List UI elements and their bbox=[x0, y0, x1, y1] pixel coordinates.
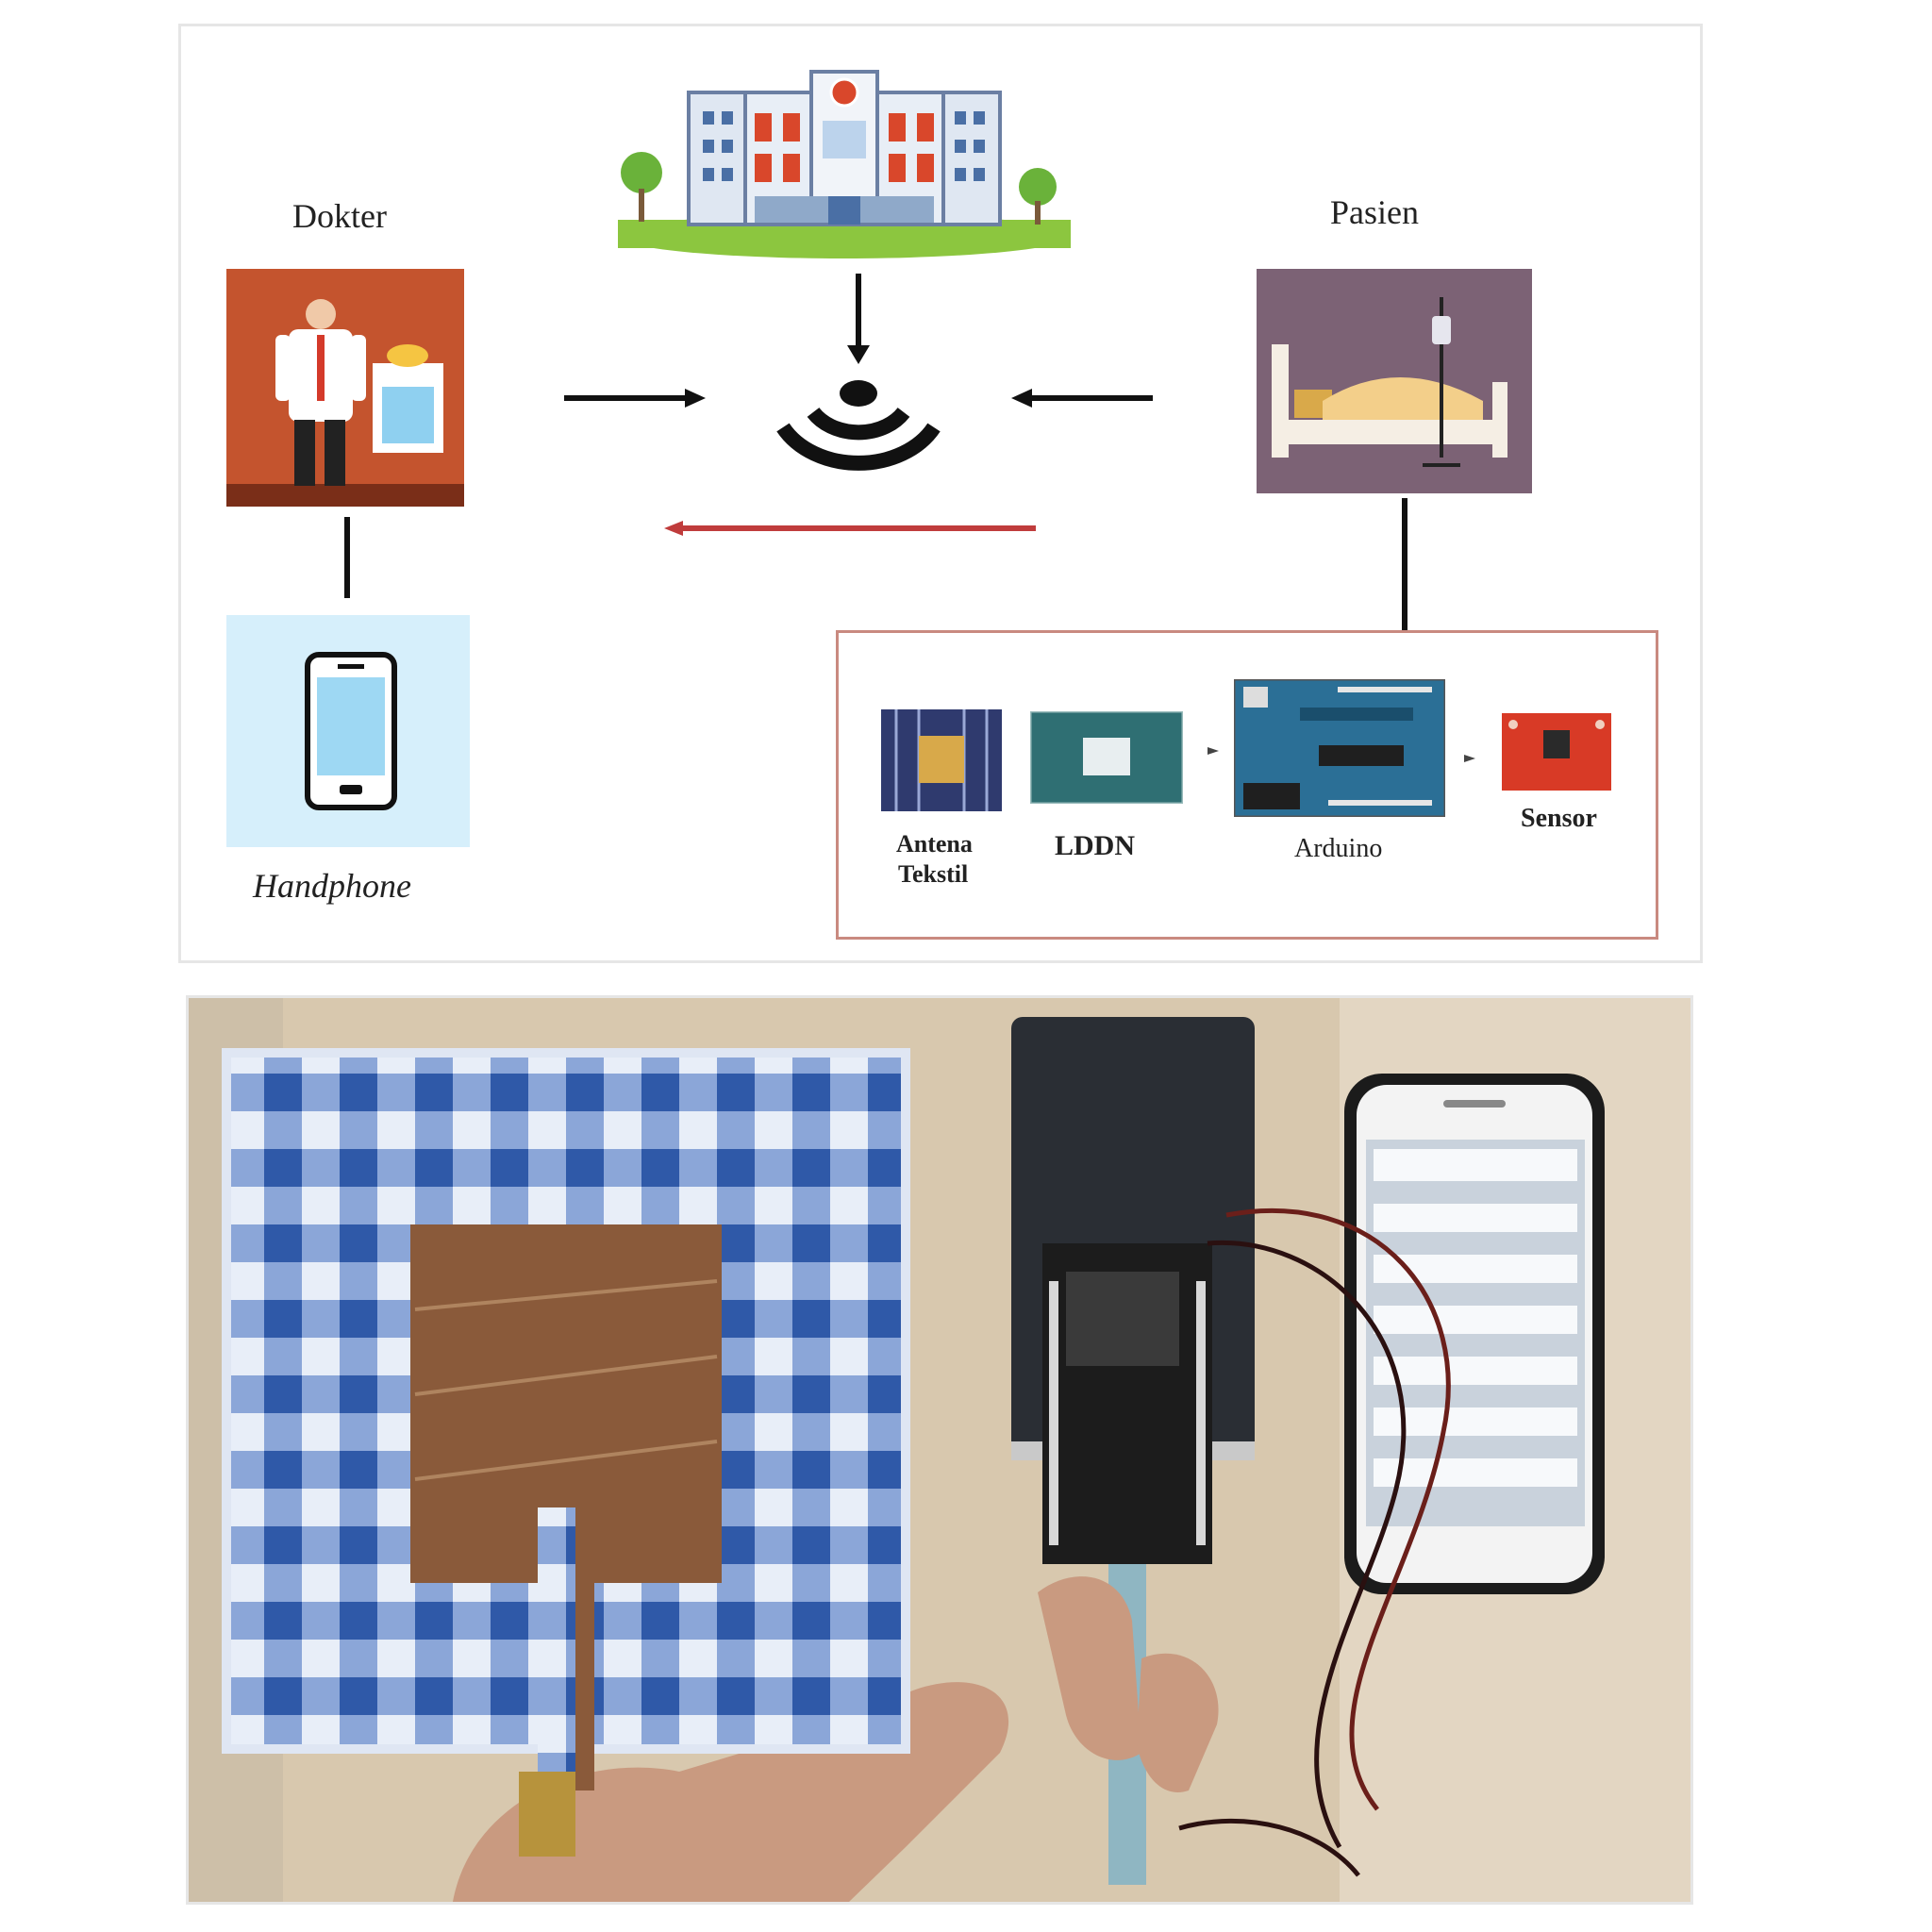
sensor-1-label-line1: Antena bbox=[896, 830, 973, 858]
module-arrow-1 bbox=[1206, 743, 1221, 758]
doctor-label: Dokter bbox=[292, 197, 387, 235]
prototype-photo bbox=[189, 998, 1690, 1902]
smartphone-app bbox=[1344, 1074, 1605, 1594]
handphone-label: Handphone bbox=[253, 867, 411, 905]
communication-arrows bbox=[557, 274, 1160, 547]
wifi-signal-icon bbox=[774, 373, 943, 486]
sensor-2-label: LDDN bbox=[1055, 830, 1136, 861]
hospital-icon bbox=[613, 64, 1075, 262]
patient-bed-icon bbox=[1257, 269, 1532, 493]
sensor-module-box bbox=[836, 630, 1658, 940]
doctor-phone-connector bbox=[344, 517, 350, 598]
textile-antenna-icon bbox=[881, 709, 1002, 811]
patient-module-connector bbox=[1402, 498, 1407, 632]
patient-label: Pasien bbox=[1330, 193, 1419, 231]
microcontroller-board bbox=[1042, 1243, 1212, 1885]
arduino-board-icon bbox=[1234, 679, 1445, 817]
sensor-board-icon bbox=[1502, 713, 1611, 791]
sensor-3-label: Arduino bbox=[1294, 834, 1383, 863]
sensor-1-label-line2: Tekstil bbox=[898, 860, 969, 888]
sensor-4-label: Sensor bbox=[1521, 804, 1597, 833]
lddn-module-icon bbox=[1030, 711, 1183, 804]
smartphone-icon bbox=[226, 615, 470, 847]
module-arrow-2 bbox=[1462, 751, 1477, 766]
doctor-icon bbox=[226, 269, 464, 507]
textile-antenna-fabric bbox=[222, 1048, 910, 1857]
